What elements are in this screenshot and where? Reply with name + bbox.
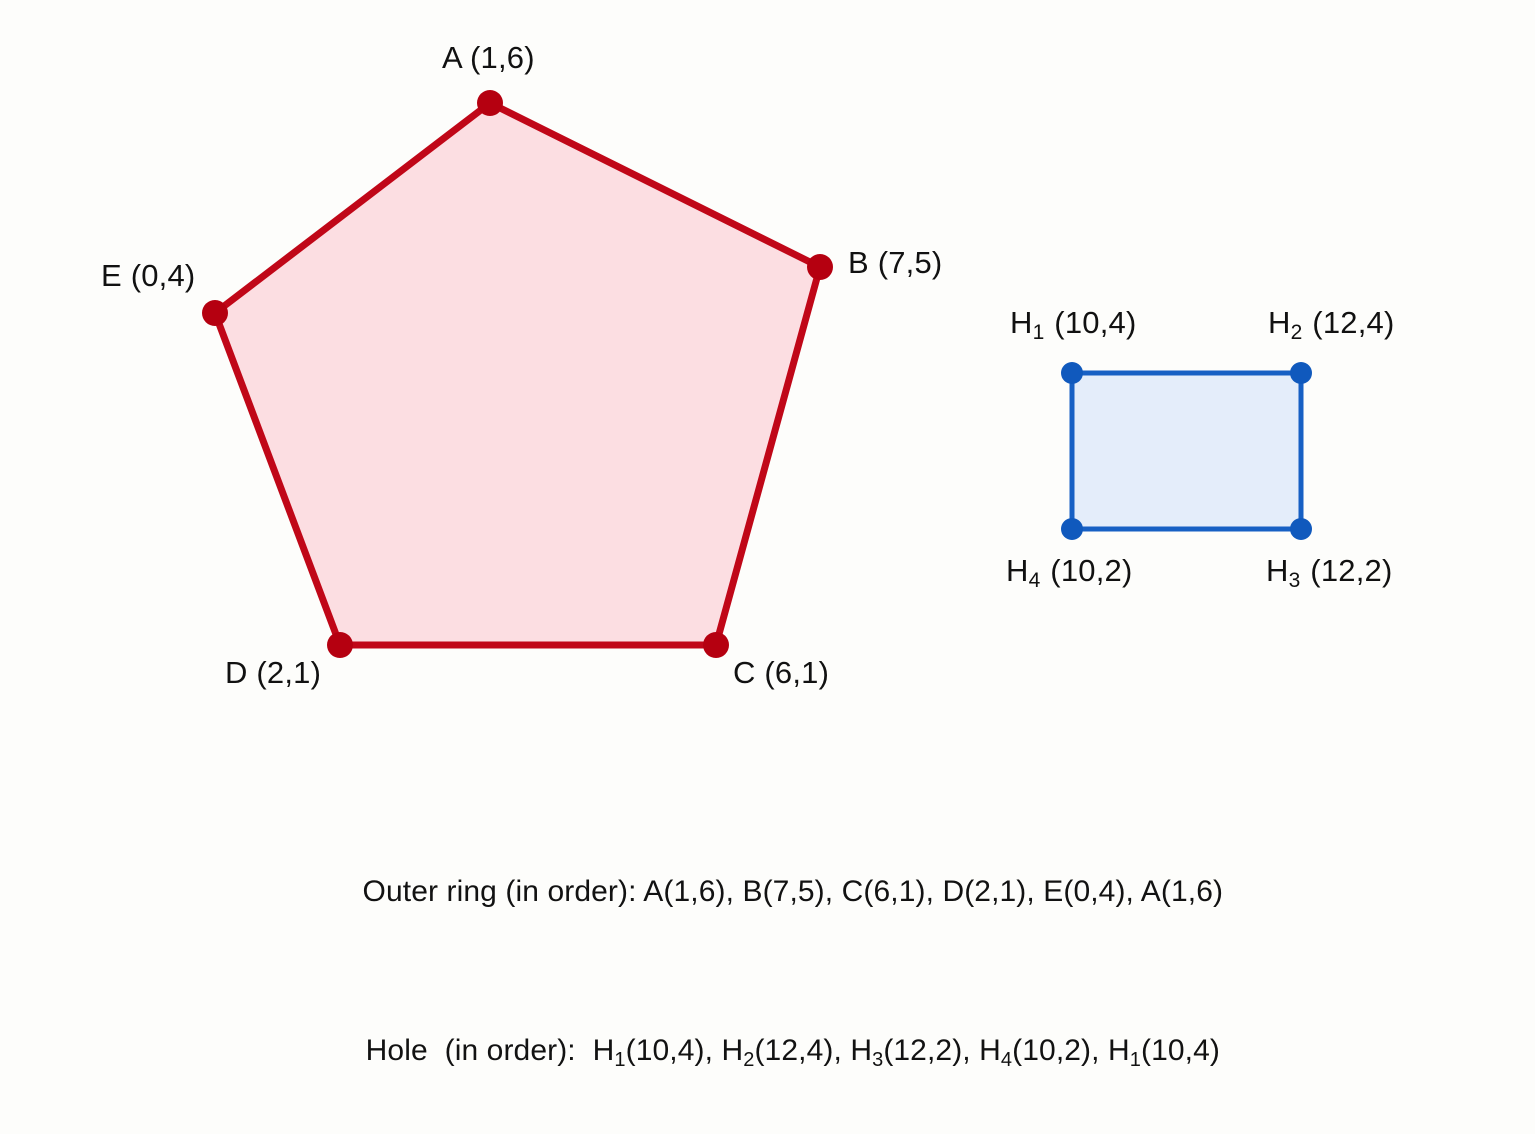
caption-hole-sequence: H1(10,4), H2(12,4), H3(12,2), H4(10,2), …	[592, 1034, 1220, 1071]
vertex-label-b: B (7,5)	[848, 245, 943, 280]
caption-hole-vertex: H2(12,4),	[721, 1034, 851, 1071]
vertex-label-d: D (2,1)	[225, 655, 322, 690]
caption-hole-vertex: H3(12,2),	[850, 1034, 980, 1071]
caption-outer-ring: Outer ring (in order): A(1,6), B(7,5), C…	[0, 812, 1535, 971]
caption-hole: Hole (in order): H1(10,4), H2(12,4), H3(…	[0, 971, 1535, 1134]
outer-ring-polygon	[211, 99, 824, 649]
vertex-marker-e	[202, 300, 228, 326]
vertex-label-h2: H2 (12,4)	[1268, 305, 1395, 344]
vertex-label-a: A (1,6)	[442, 40, 535, 75]
geometry-diagram	[202, 90, 1312, 658]
caption-hole-vertex: H1(10,4)	[1108, 1034, 1220, 1071]
figure-canvas: A (1,6) B (7,5) C (6,1) D (2,1) E (0,4) H1 (…	[101, 40, 1395, 1071]
vertex-marker-h2	[1290, 362, 1312, 384]
vertex-label-h4: H4 (10,2)	[1006, 553, 1133, 592]
vertex-label-h1: H1 (10,4)	[1010, 305, 1137, 344]
hole-polygon	[1069, 370, 1304, 532]
caption-outer-prefix: Outer ring (in order):	[362, 875, 644, 908]
vertex-marker-a	[477, 90, 503, 116]
hole-vertex-markers	[1061, 362, 1312, 540]
vertex-marker-h4	[1061, 518, 1083, 540]
caption-outer-sequence: A(1,6), B(7,5), C(6,1), D(2,1), E(0,4), …	[643, 875, 1224, 908]
vertex-label-e: E (0,4)	[101, 258, 196, 293]
vertex-marker-h3	[1290, 518, 1312, 540]
caption-hole-vertex: H4(10,2),	[979, 1034, 1108, 1071]
outer-ring-vertex-markers	[202, 90, 833, 658]
vertex-marker-c	[703, 632, 729, 658]
caption-hole-prefix: Hole (in order):	[365, 1034, 593, 1067]
vertex-marker-d	[327, 632, 353, 658]
vertex-label-h3: H3 (12,2)	[1266, 553, 1393, 592]
vertex-marker-h1	[1061, 362, 1083, 384]
vertex-label-c: C (6,1)	[733, 655, 830, 690]
caption-block: Outer ring (in order): A(1,6), B(7,5), C…	[0, 812, 1535, 1134]
vertex-marker-b	[807, 254, 833, 280]
caption-hole-vertex: H1(10,4),	[592, 1034, 722, 1071]
